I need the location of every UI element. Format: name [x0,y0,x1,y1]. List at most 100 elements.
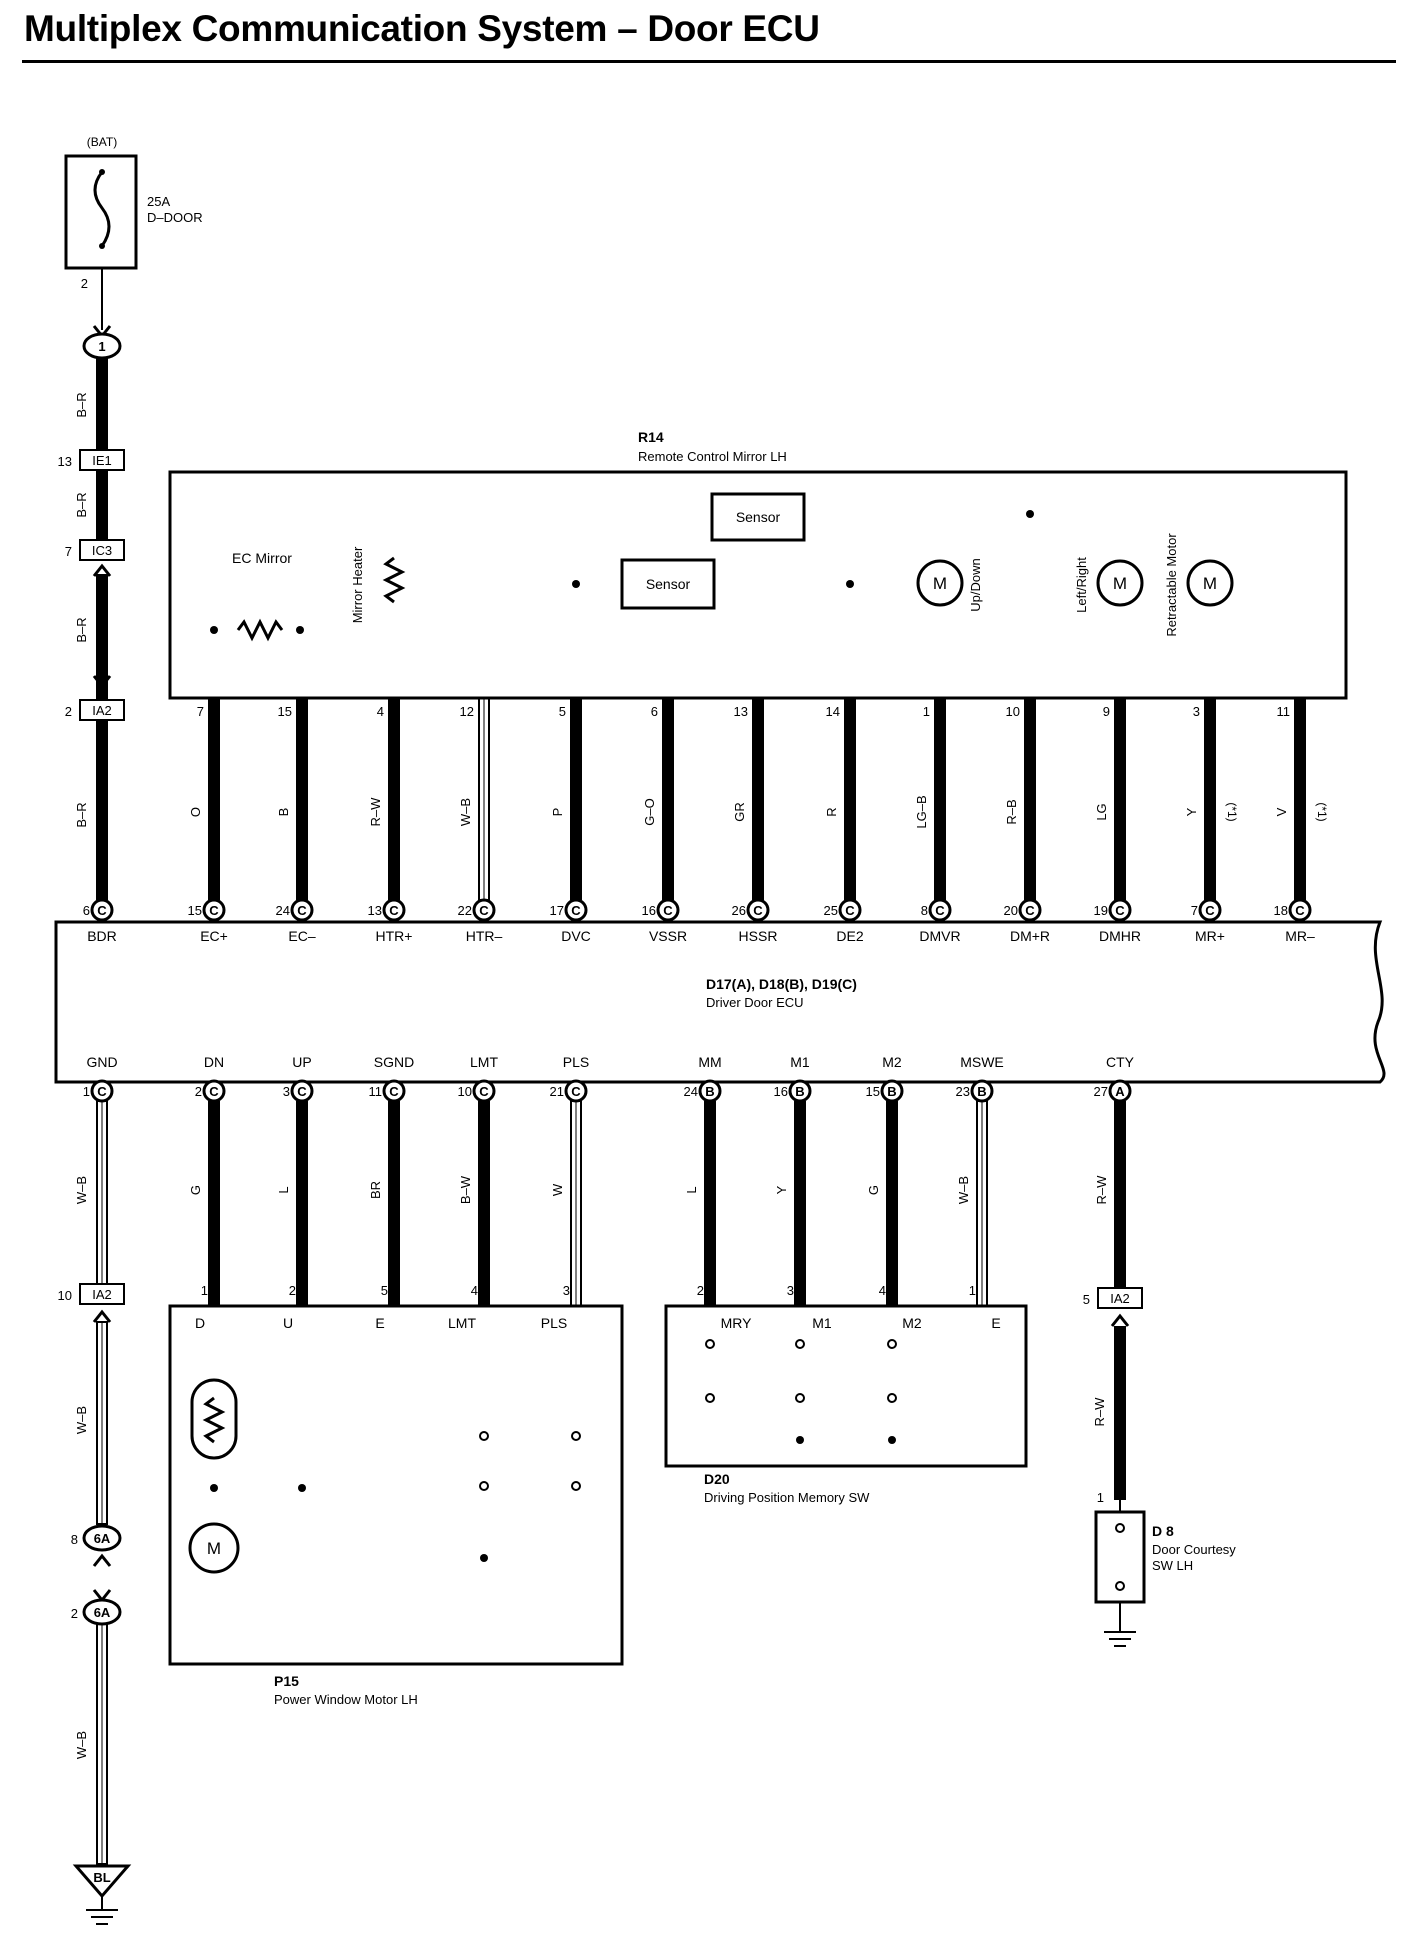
device-pin: 3 [787,1283,794,1298]
ecu-terminal-UP [290,1079,314,1103]
wire-color-label: P [550,808,565,817]
window-motor-terminal: D [195,1315,205,1331]
wire-color-label: G [188,1185,203,1195]
memory-switch-name: Driving Position Memory SW [704,1490,870,1505]
window-motor-terminal: LMT [448,1315,476,1331]
ecu-pin: 15 [866,1084,880,1099]
mirror-box [168,470,1348,700]
wire-color-label: W–B [74,1176,89,1204]
mirror-pin: 15 [278,704,292,719]
ecu-terminal-VSSR [656,898,680,922]
junction-connector-label: 1 [98,339,105,354]
ecu-terminal-HTR– [472,898,496,922]
connector-pin: 7 [65,544,72,559]
mirror-pin: 3 [1193,704,1200,719]
terminal-connector-label: A [1115,1084,1125,1099]
heater-label: Mirror Heater [350,546,365,623]
ecu-pin: 15 [188,903,202,918]
title-rule [22,60,1396,63]
ecu-pin: 8 [921,903,928,918]
ecu-pin: 21 [550,1084,564,1099]
supply-wire-b-r [96,720,108,900]
motor-label: Retractable Motor [1164,533,1179,637]
ecu-pin: 19 [1094,903,1108,918]
connector-pin: 13 [58,454,72,469]
limit-switch-contact [479,1431,489,1441]
ecu-terminal-name: M1 [790,1054,810,1070]
window-motor-id: P15 [274,1673,299,1689]
mirror-wire [296,698,308,900]
junction-connector-label: IA2 [92,703,112,718]
mirror-name: Remote Control Mirror LH [638,449,787,464]
device-pin: 2 [697,1283,704,1298]
junction-dot [480,1554,488,1562]
motor-symbol: M [1113,574,1127,593]
ecu-pin: 2 [195,1084,202,1099]
ecu-terminal-name: LMT [470,1054,498,1070]
mirror-wire [752,698,764,900]
courtesy-switch-id: D 8 [1152,1523,1174,1539]
connector-pin: 5 [1083,1292,1090,1307]
terminal-connector-label: B [977,1084,986,1099]
ecu-pin: 24 [684,1084,698,1099]
device-pin: 4 [471,1283,478,1298]
mirror-pin: 12 [460,704,474,719]
ecu-terminal-M1 [788,1079,812,1103]
ecu-terminal-DE2 [838,898,862,922]
ecu-terminal-name: PLS [563,1054,589,1070]
terminal-connector-label: C [571,903,581,918]
ecu-terminal-MR+ [1198,898,1222,922]
mirror-pin: 1 [923,704,930,719]
motor-symbol: M [207,1539,221,1558]
ecu-pin: 23 [956,1084,970,1099]
courtesy-pin: 1 [1097,1490,1104,1505]
wire-color-label: W–B [458,798,473,826]
terminal-connector-label: C [209,1084,219,1099]
ecu-terminal-name: DE2 [836,928,863,944]
ground-wire [96,1623,108,1865]
ecu-wire [976,1100,988,1307]
wire-color-label: R–W [1094,1175,1109,1205]
motor-label: Up/Down [968,558,983,611]
switch-contact [479,1481,489,1491]
terminal-connector-label: C [1205,903,1215,918]
fuse-name: D–DOOR [147,210,203,225]
ecu-terminal-DVC [564,898,588,922]
ecu-wire [570,1100,582,1307]
connector-pin: 2 [71,1606,78,1621]
ecu-terminal-name: MSWE [960,1054,1004,1070]
memory-switch-terminal: M2 [902,1315,922,1331]
wire-color-label: B–R [74,492,89,517]
wire-color-label: V [1274,807,1289,816]
memory-switch-terminal: E [991,1315,1000,1331]
ecu-wire [208,1101,220,1306]
connector-chevron [92,1309,112,1323]
mirror-pin: 6 [651,704,658,719]
wire-note: (*1) [1225,802,1239,821]
window-motor-terminal: PLS [541,1315,567,1331]
terminal-connector-label: C [97,903,107,918]
heater-resistor-icon [382,556,406,604]
supply-wire-b-r [96,574,108,700]
ecu-pin: 18 [1274,903,1288,918]
junction-connector-label: IA2 [1110,1291,1130,1306]
switch-contact [887,1393,897,1403]
pulse-sensor-resistor [202,1396,226,1444]
ground-wire [96,1100,108,1285]
wire-color-label: R [824,807,839,816]
ecu-terminal-name: DM+R [1010,928,1050,944]
ecu-terminal-name: EC+ [200,928,228,944]
memory-switch-contact [705,1339,715,1349]
ecu-terminal-name: EC– [288,928,315,944]
mirror-wire [1204,698,1216,900]
ecu-terminal-name: HTR+ [376,928,413,944]
ecu-terminal-MR– [1288,898,1312,922]
connector-pin: 10 [58,1288,72,1303]
ecu-wire [704,1101,716,1306]
junction-dot [888,1436,896,1444]
ecu-terminal-name: UP [292,1054,311,1070]
connector-chevron [92,675,112,689]
retractable-motor-icon [1186,559,1234,607]
window-motor-terminal: U [283,1315,293,1331]
ecu-terminal-name: MM [698,1054,721,1070]
